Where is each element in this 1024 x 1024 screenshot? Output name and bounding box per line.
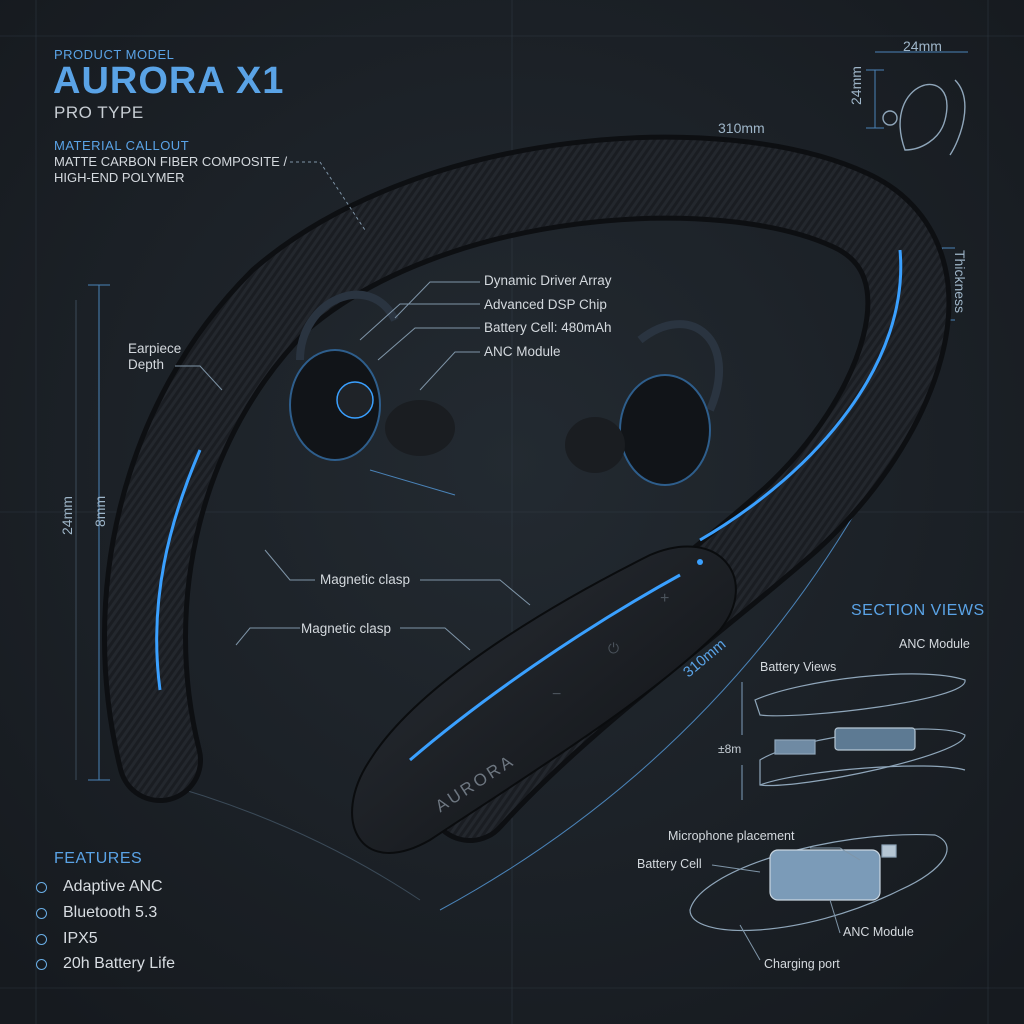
earpiece-depth-label-line1: Earpiece <box>128 341 182 356</box>
control-pod <box>351 545 737 854</box>
earpiece-depth-label-line2: Depth <box>128 357 165 372</box>
feature-text: Adaptive ANC <box>63 878 163 895</box>
product-model-label: PRODUCT MODEL <box>54 47 175 62</box>
side-height-dimension: 24mm <box>59 496 75 535</box>
battery-views-label: Battery Views <box>760 660 837 674</box>
dynamic-driver-callout: Dynamic Driver Array <box>484 273 612 288</box>
charging-port-label: Charging port <box>764 957 840 971</box>
volume-up-button: + <box>660 590 670 607</box>
microphone-placement-label: Microphone placement <box>668 829 795 843</box>
earhook-width-dimension: 24mm <box>903 38 942 54</box>
callout-leaders <box>175 161 861 961</box>
anc-module-top-label: ANC Module <box>899 637 970 651</box>
dsp-chip-callout: Advanced DSP Chip <box>484 297 607 312</box>
feature-item: Adaptive ANC <box>36 876 163 898</box>
power-button: ⏻ <box>608 640 620 656</box>
battery-cell-section-label: Battery Cell <box>637 857 702 871</box>
right-earbud <box>565 320 724 486</box>
section-depth-dimension: ±8m <box>718 742 742 756</box>
feature-item: IPX5 <box>36 928 98 950</box>
model-type: PRO TYPE <box>54 103 144 122</box>
bullet-icon <box>36 958 47 970</box>
left-earbud <box>289 290 455 461</box>
bullet-icon <box>36 881 47 893</box>
earhook-height-dimension: 24mm <box>848 66 864 105</box>
section-views-title: SECTION VIEWS <box>851 602 985 619</box>
anc-module-callout: ANC Module <box>484 344 561 359</box>
band-length-top-dimension: 310mm <box>718 120 765 136</box>
material-line-2: HIGH-END POLYMER <box>54 170 185 185</box>
bullet-icon <box>36 907 47 919</box>
battery-cell-callout: Battery Cell: 480mAh <box>484 320 612 335</box>
feature-text: 20h Battery Life <box>63 955 176 972</box>
thickness-dimension: Thickness <box>952 250 968 314</box>
anc-module-bottom-label: ANC Module <box>843 925 914 939</box>
magnetic-clasp-callout-1: Magnetic clasp <box>320 572 411 587</box>
feature-text: Bluetooth 5.3 <box>63 904 158 921</box>
feature-text: IPX5 <box>63 930 98 947</box>
earhook-thumbnail <box>882 79 966 156</box>
volume-down-button: − <box>552 686 562 703</box>
material-callout-label: MATERIAL CALLOUT <box>54 138 190 153</box>
section-view-sketches <box>689 673 966 932</box>
side-depth-dimension: 8mm <box>92 495 108 527</box>
magnetic-clasp-callout-2: Magnetic clasp <box>301 621 392 636</box>
bullet-icon <box>36 933 47 945</box>
material-line-1: MATTE CARBON FIBER COMPOSITE / <box>54 154 288 169</box>
feature-item: Bluetooth 5.3 <box>36 902 157 924</box>
feature-item: 20h Battery Life <box>36 953 175 975</box>
features-title: FEATURES <box>54 850 143 867</box>
model-name: AURORA X1 <box>53 60 285 102</box>
